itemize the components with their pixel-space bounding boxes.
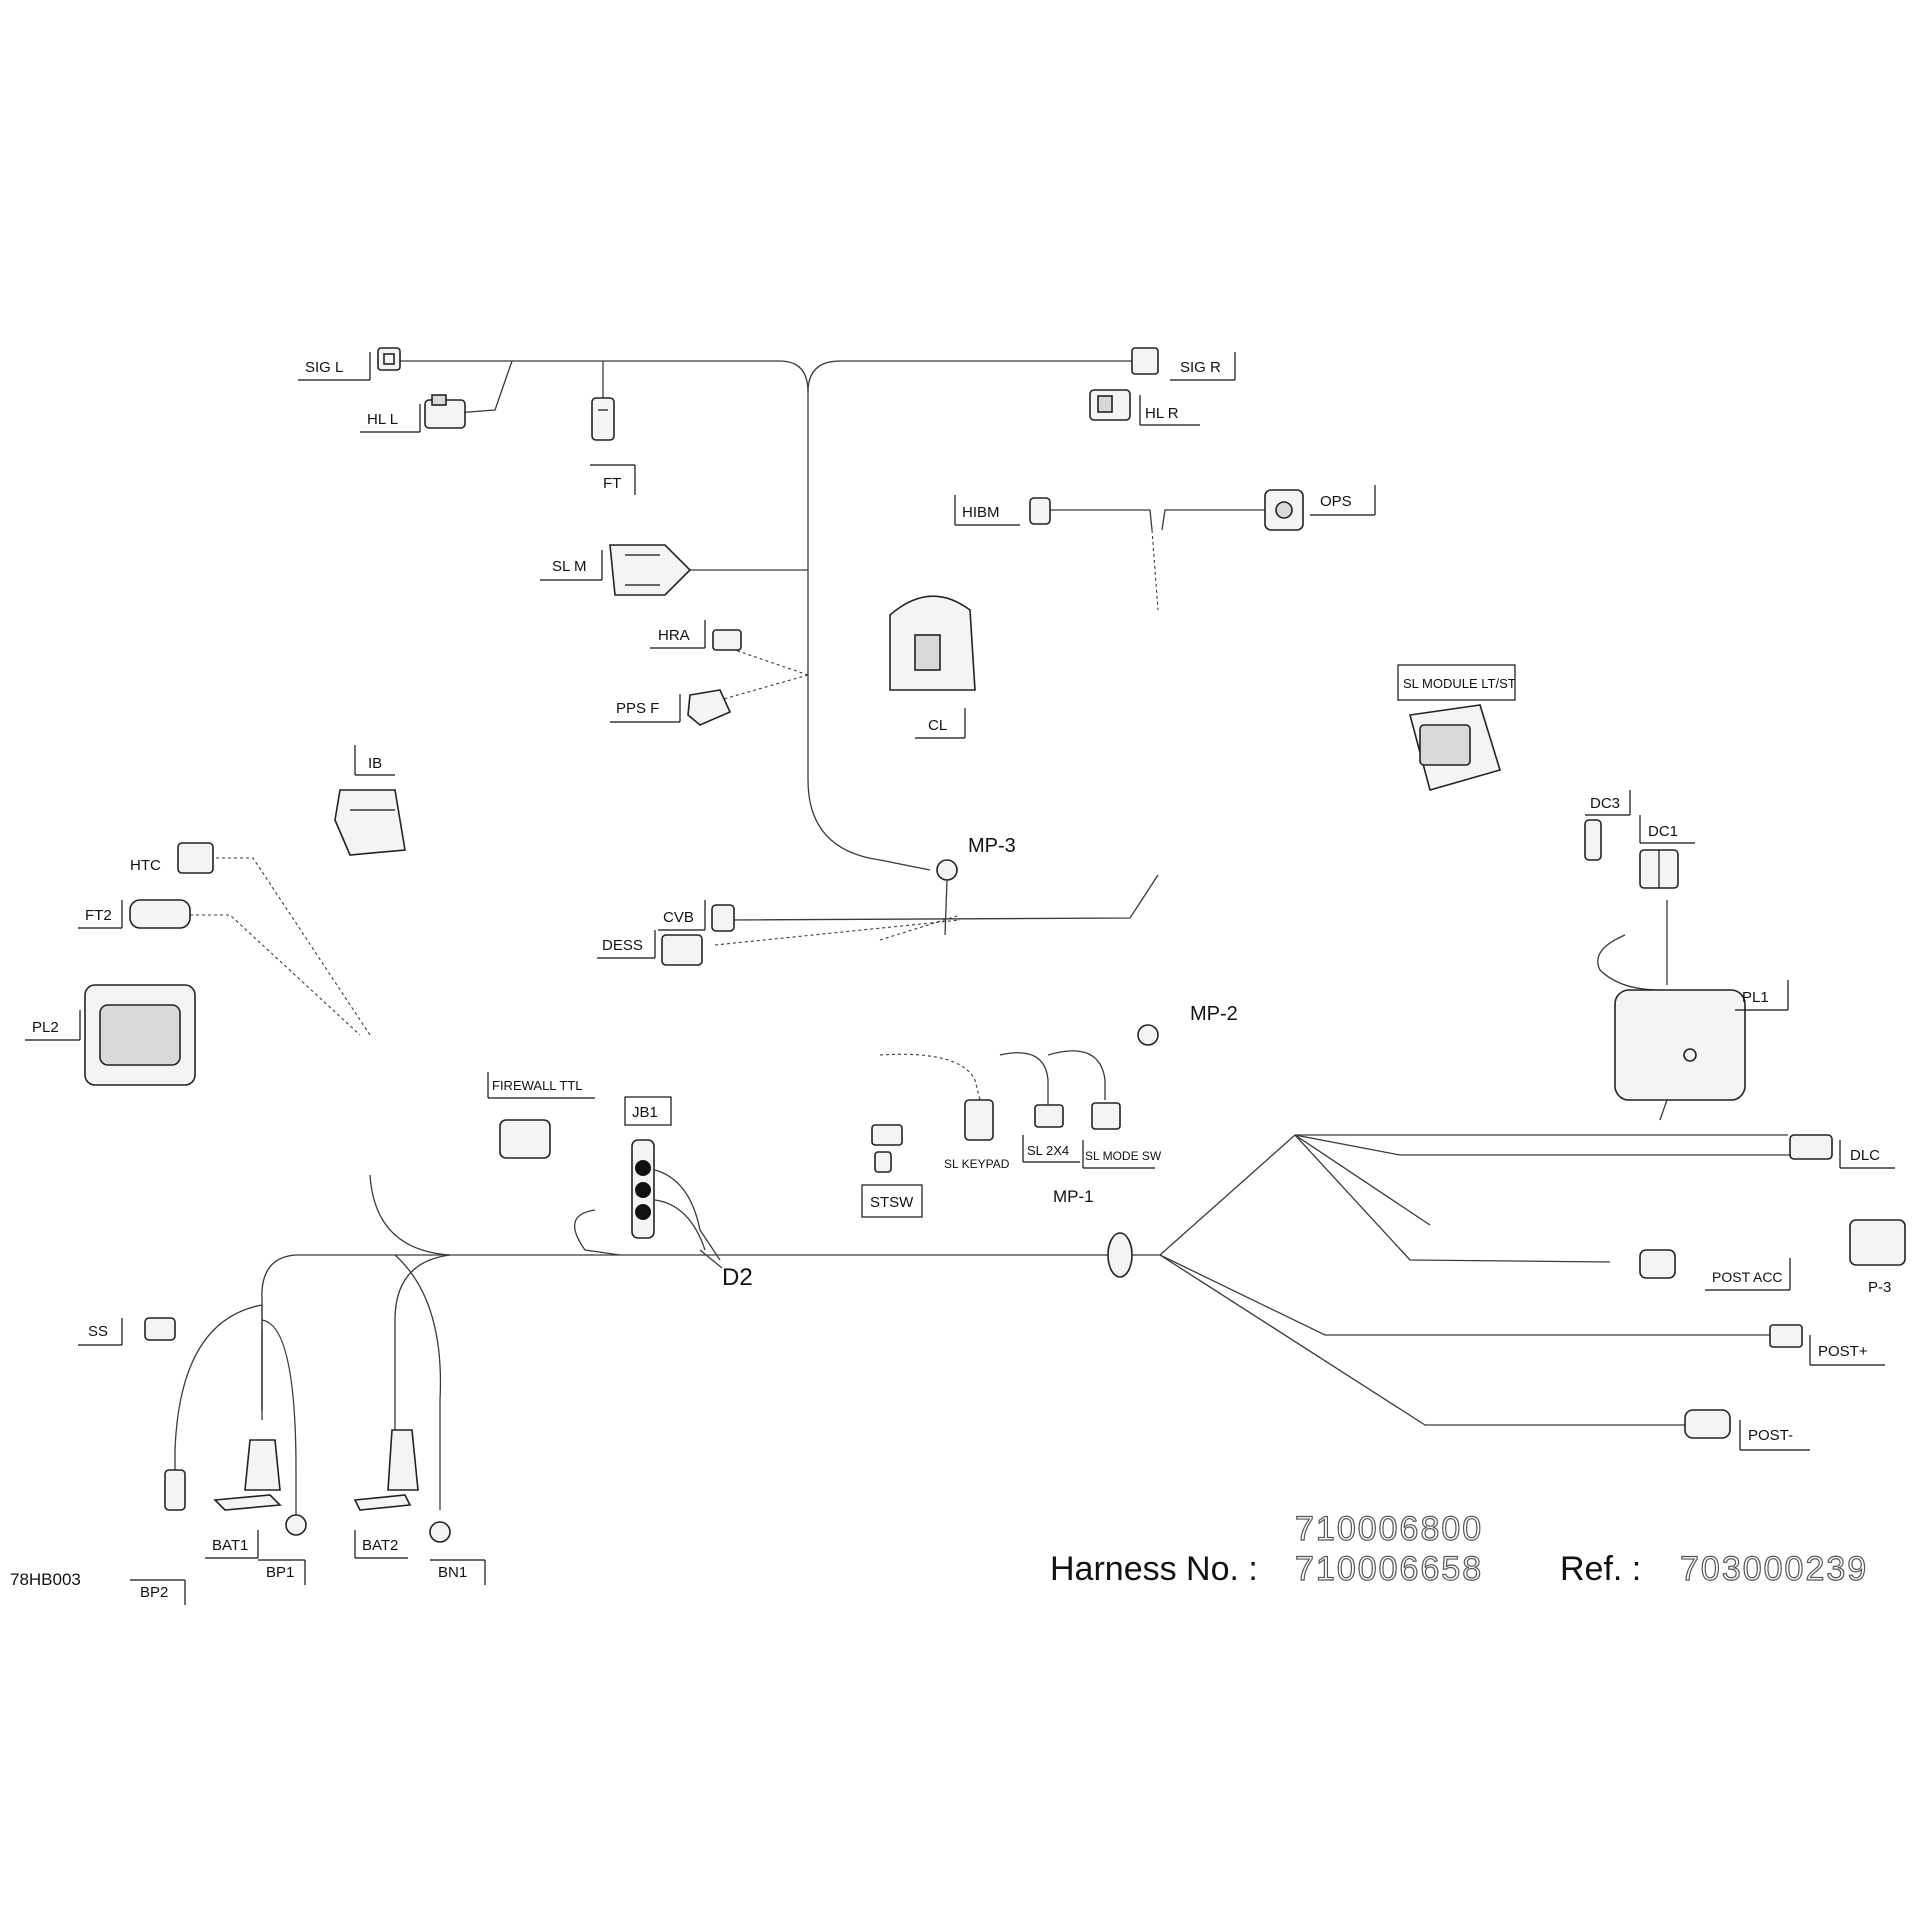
label-bn1: BN1 <box>438 1564 467 1581</box>
connector-htc <box>177 842 214 874</box>
connector-ib <box>334 789 406 856</box>
label-dc1: DC1 <box>1648 823 1678 840</box>
ref-number: 703000239 <box>1680 1550 1868 1588</box>
label-p3: P-3 <box>1868 1279 1891 1296</box>
connector-hibm <box>1029 497 1051 525</box>
label-dlc: DLC <box>1850 1147 1880 1164</box>
terminal-bat1 <box>213 1439 282 1511</box>
connector-hra <box>712 629 742 651</box>
label-bp1: BP1 <box>266 1564 294 1581</box>
label-stsw: STSW <box>870 1194 914 1211</box>
connector-sig-r <box>1131 347 1159 375</box>
label-d2: D2 <box>722 1264 753 1291</box>
connector-sl-m <box>609 544 692 596</box>
label-pl2: PL2 <box>32 1019 59 1036</box>
harness-label: Harness No. : <box>1050 1550 1258 1588</box>
label-sl-keypad: SL KEYPAD <box>944 1157 1010 1171</box>
harness-number-1: 710006800 <box>1295 1510 1483 1548</box>
component-pl1 <box>1614 989 1746 1101</box>
connector-ft <box>591 397 615 441</box>
terminal-bn1 <box>429 1521 451 1543</box>
connector-hl-l <box>424 394 466 429</box>
labels: SIG L HL L FT SIG R HL R HIBM OPS SL M H… <box>25 352 1895 1605</box>
connector-ft2 <box>129 899 191 929</box>
terminal-post-acc <box>1639 1249 1676 1279</box>
label-ft2: FT2 <box>85 907 112 924</box>
connector-hl-r <box>1089 389 1131 421</box>
connector-sl-keypad <box>964 1099 994 1141</box>
label-ft: FT <box>603 475 621 492</box>
label-firewall: FIREWALL TTL <box>492 1078 583 1093</box>
label-cl: CL <box>928 717 947 734</box>
label-pps-f: PPS F <box>616 700 659 717</box>
label-dc3: DC3 <box>1590 795 1620 812</box>
label-htc: HTC <box>130 857 161 874</box>
connector-stsw <box>871 1124 903 1173</box>
connector-dc1 <box>1639 849 1679 889</box>
label-ops: OPS <box>1320 493 1352 510</box>
label-cvb: CVB <box>663 909 694 926</box>
connector-pps-f <box>687 689 732 726</box>
label-post-plus: POST+ <box>1818 1343 1868 1360</box>
label-hibm: HIBM <box>962 504 1000 521</box>
label-sl-mode-sw: SL MODE SW <box>1085 1149 1162 1163</box>
label-mp1: MP-1 <box>1053 1187 1094 1206</box>
clamp-mp3 <box>936 859 958 936</box>
harness-number-2: 710006658 <box>1295 1550 1483 1588</box>
connector-ops <box>1264 489 1304 531</box>
label-hra: HRA <box>658 627 690 644</box>
clamp-mp1 <box>1107 1232 1133 1278</box>
connector-sl-mode-sw <box>1091 1102 1121 1130</box>
label-bat1: BAT1 <box>212 1537 248 1554</box>
label-sig-r: SIG R <box>1180 359 1221 376</box>
label-sl-m: SL M <box>552 558 586 575</box>
component-cl <box>889 595 976 691</box>
label-post-minus: POST- <box>1748 1427 1793 1444</box>
connector-p3 <box>1849 1219 1906 1266</box>
label-hl-l: HL L <box>367 411 398 428</box>
footer: 78HB003 Harness No. : 710006800 71000665… <box>10 1509 1868 1589</box>
drawing-code: 78HB003 <box>10 1570 81 1589</box>
connector-dlc <box>1789 1134 1833 1160</box>
terminal-bat2 <box>353 1429 419 1511</box>
connector-firewall-ttl <box>499 1119 551 1159</box>
connector-dess <box>661 934 703 966</box>
label-hl-r: HL R <box>1145 405 1179 422</box>
label-mp3: MP-3 <box>968 835 1016 857</box>
label-ib: IB <box>368 755 382 772</box>
module-sl-lt-st <box>1408 704 1502 791</box>
connector-sl-2x4 <box>1034 1104 1064 1128</box>
label-jb1: JB1 <box>632 1104 658 1121</box>
label-sl-2x4: SL 2X4 <box>1027 1143 1069 1158</box>
label-ss: SS <box>88 1323 108 1340</box>
component-pl2 <box>84 984 196 1086</box>
label-post-acc: POST ACC <box>1712 1269 1783 1285</box>
label-dess: DESS <box>602 937 643 954</box>
clamp-mp2 <box>1137 1024 1159 1046</box>
terminal-bp2 <box>164 1469 186 1511</box>
label-sl-module: SL MODULE LT/ST <box>1403 676 1516 691</box>
connector-dc3 <box>1584 819 1602 861</box>
label-pl1: PL1 <box>1742 989 1769 1006</box>
connector-ss <box>144 1317 176 1341</box>
label-bat2: BAT2 <box>362 1537 398 1554</box>
terminal-post-plus <box>1769 1324 1803 1348</box>
label-mp2: MP-2 <box>1190 1003 1238 1025</box>
label-sig-l: SIG L <box>305 359 343 376</box>
terminal-bp1 <box>285 1514 307 1536</box>
label-bp2: BP2 <box>140 1584 168 1601</box>
terminal-post-minus <box>1684 1409 1731 1439</box>
connector-sig-l <box>377 347 401 371</box>
junction-block-jb1 <box>631 1139 655 1239</box>
harness-wires <box>174 360 1790 1515</box>
ref-label: Ref. : <box>1560 1550 1641 1588</box>
connector-cvb <box>711 904 735 932</box>
